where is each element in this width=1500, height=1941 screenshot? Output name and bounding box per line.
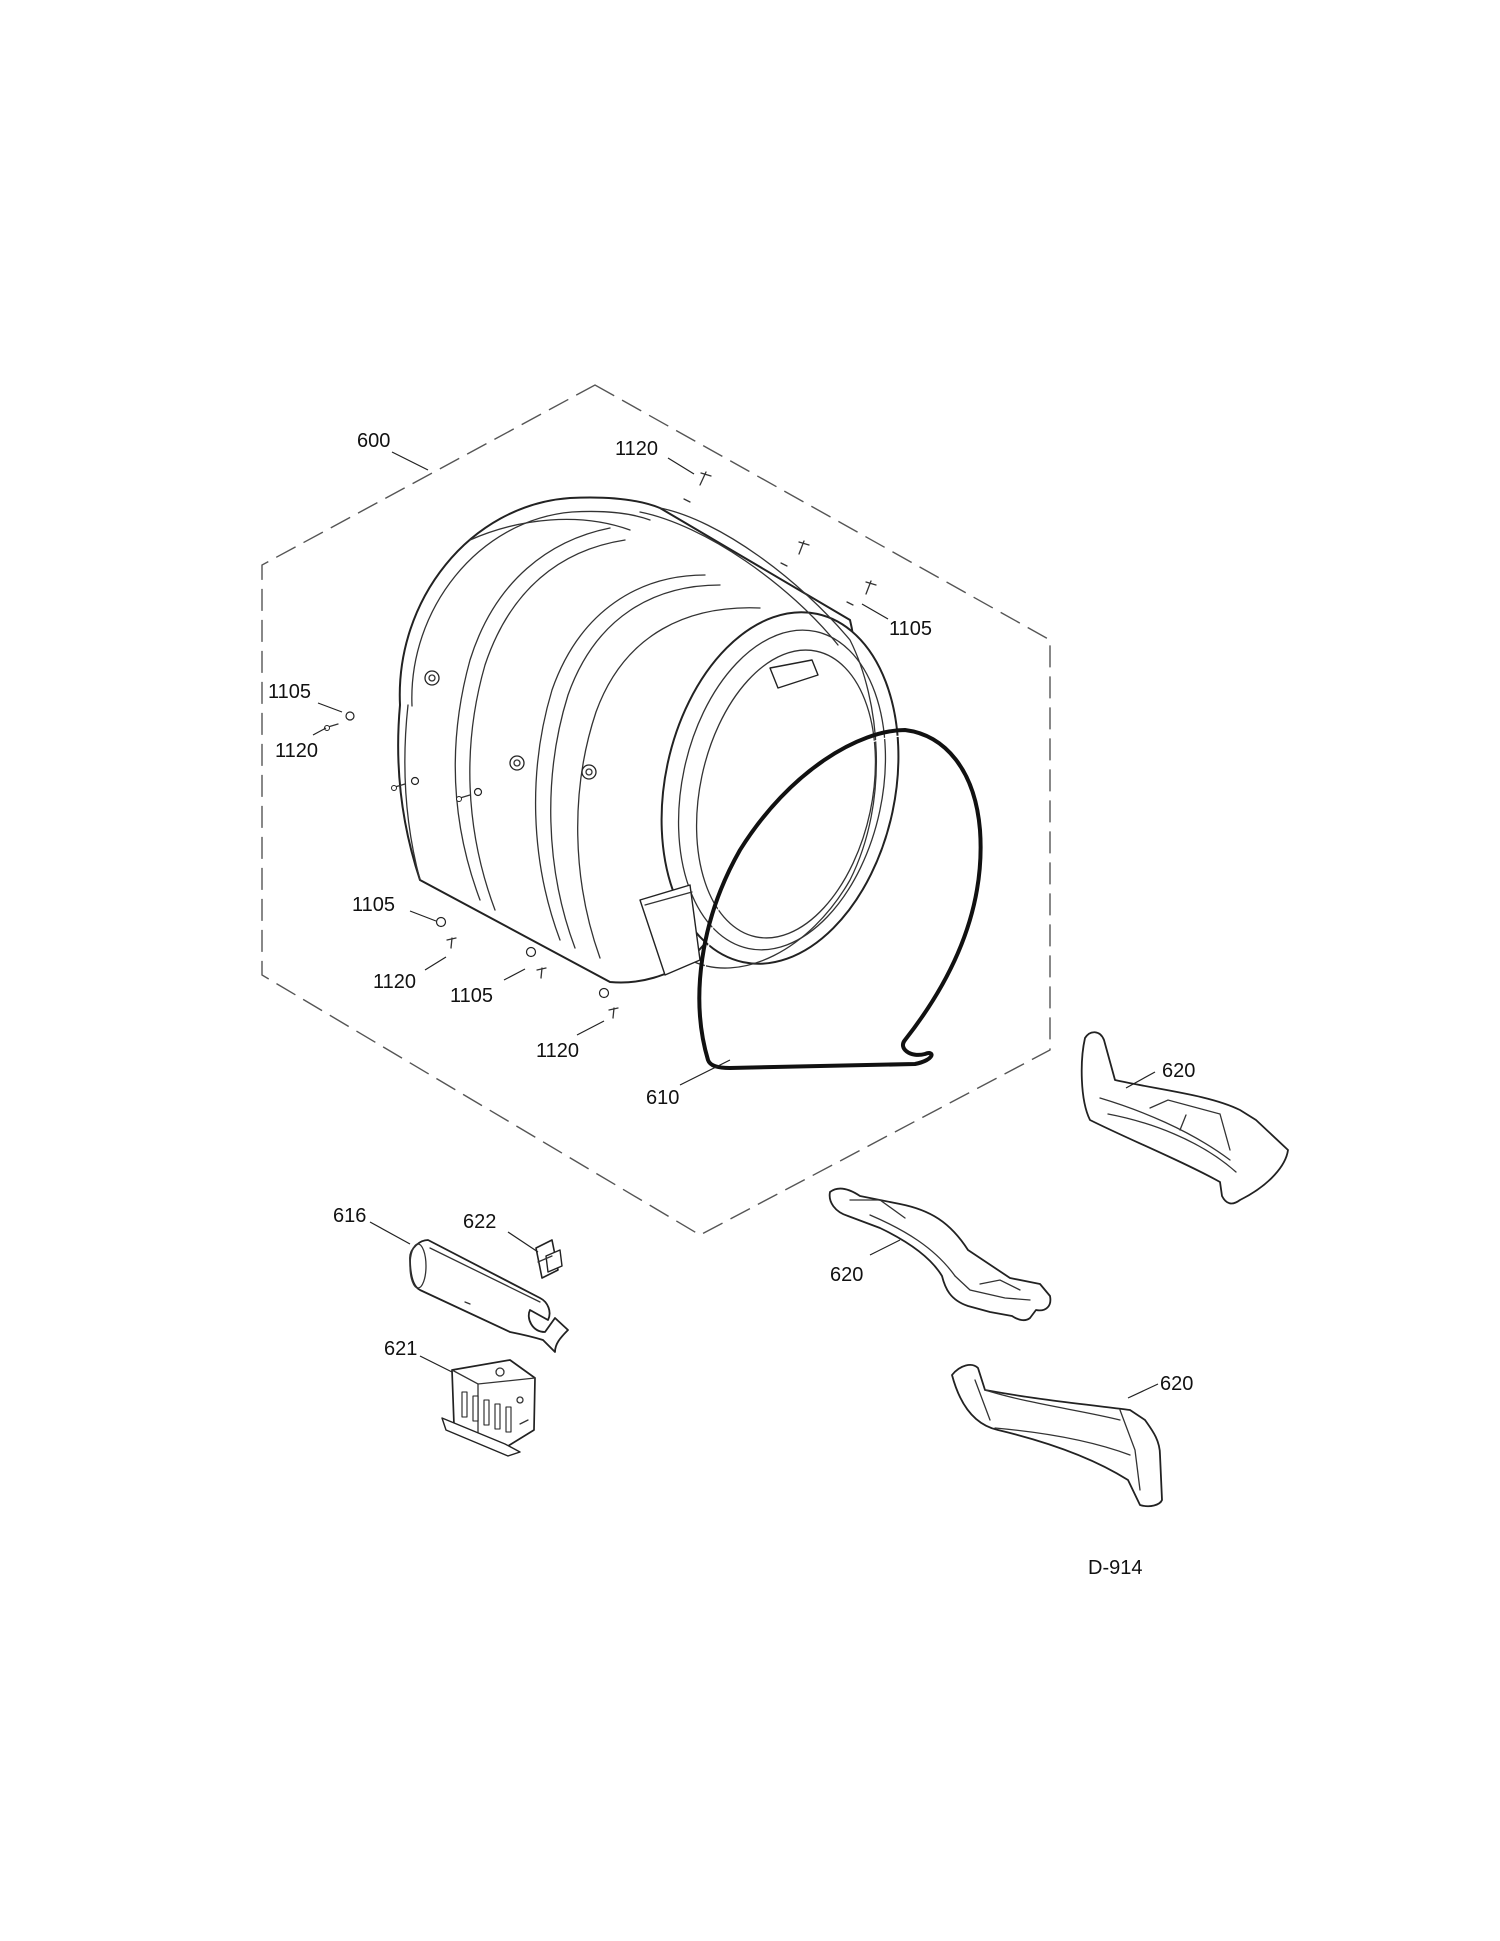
drum-600 [397,496,900,984]
callout-thermostat: 616 [333,1205,366,1227]
callout-washer-bottom-a: 1105 [352,894,395,916]
screw-icon [324,723,339,731]
callout-screw-top: 1120 [615,438,658,460]
callout-screw-left: 1120 [275,740,318,762]
screw-icon [699,471,712,486]
callout-screw-bottom-a: 1120 [373,971,416,993]
screw-icon [865,580,877,595]
roller-support-620-bottom [951,1364,1163,1508]
washer-icon [846,601,854,606]
washer-icon [473,787,483,797]
screw-icon [456,794,471,802]
assembly-boundary [261,384,1051,1236]
thermostat-cover-616 [409,1239,569,1353]
clip-622 [535,1239,563,1279]
callout-washer-top-right: 1105 [889,618,932,640]
screw-icon [536,967,547,979]
diagram-code: D-914 [1088,1557,1142,1579]
callout-drum: 600 [357,430,390,452]
screw-icon [608,1007,619,1019]
drum-seal-610 [697,727,983,1071]
roller-support-620-top [1080,1031,1289,1205]
callout-roller-bottom: 620 [1160,1373,1193,1395]
washer-icon [683,498,691,503]
terminal-bracket-621 [441,1359,536,1457]
washer-icon [780,562,788,567]
callout-roller-mid: 620 [830,1264,863,1286]
screw-icon [391,783,406,791]
roller-support-620-mid [828,1187,1052,1322]
screw-icon [798,540,810,555]
hardware-group [324,471,877,1019]
screw-icon [446,937,457,949]
washer-icon [410,776,420,786]
washer-icon [345,711,355,721]
callout-drum-seal: 610 [646,1087,679,1109]
leader-lines [312,451,1159,1399]
callout-washer-left: 1105 [268,681,311,703]
callout-washer-bottom-b: 1105 [450,985,493,1007]
callout-roller-top: 620 [1162,1060,1195,1082]
callouts: 600 1120 1105 1105 1120 1105 1120 1105 1… [268,430,1195,1579]
washer-icon [598,987,610,999]
washer-icon [435,916,447,928]
washer-icon [525,946,537,958]
callout-screw-bottom-b: 1120 [536,1040,579,1062]
callout-clip: 622 [463,1211,496,1233]
callout-bracket: 621 [384,1338,417,1360]
